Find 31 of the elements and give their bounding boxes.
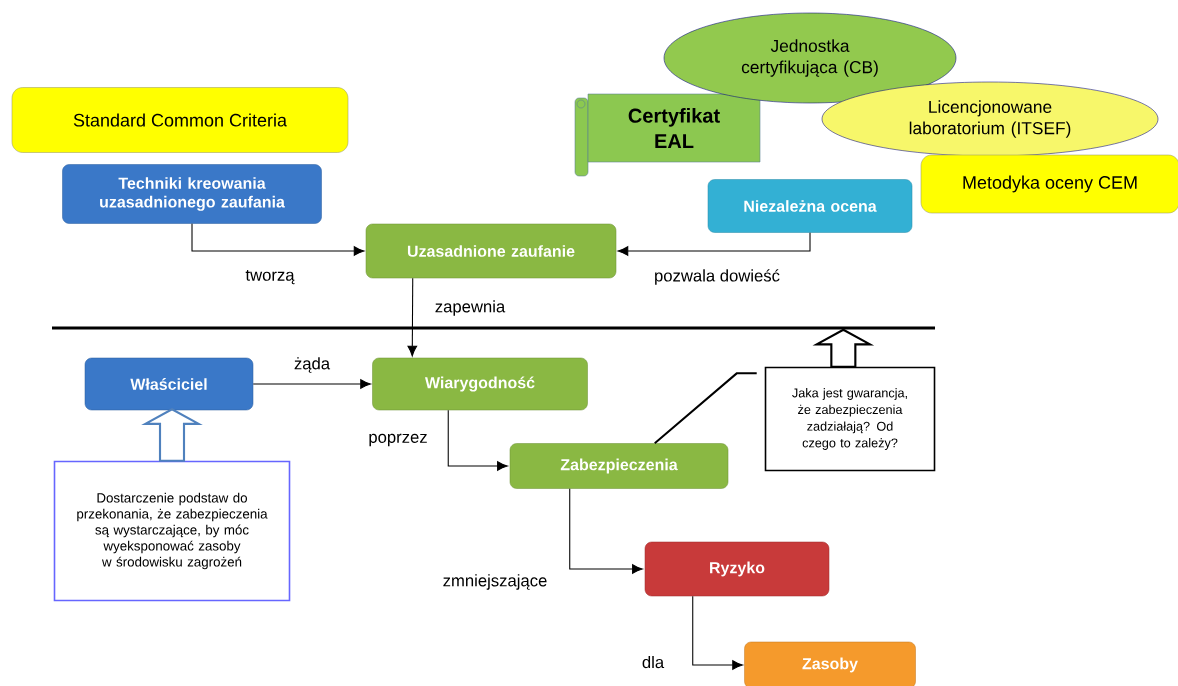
arrow — [447, 409, 508, 471]
ellipse-callout: Licencjonowane laboratorium (ITSEF) — [821, 81, 1159, 157]
leader-line — [653, 372, 758, 445]
process-box: Wiarygodność — [372, 357, 588, 411]
process-box: Właściciel — [84, 357, 254, 411]
arrow — [569, 488, 643, 574]
arrow — [617, 232, 811, 256]
process-box: Zasoby — [744, 641, 916, 686]
process-box: Zabezpieczenia — [509, 443, 729, 489]
edge-label: żąda — [294, 357, 331, 373]
edge-label: tworzą — [245, 269, 295, 285]
note-box: Standard Common Criteria — [11, 87, 349, 153]
process-box: Techniki kreowania uzasadnionego zaufania — [62, 164, 322, 224]
arrow — [407, 277, 418, 357]
edge-label: dla — [642, 655, 665, 669]
scroll-banner: Certyfikat EAL — [574, 93, 761, 177]
block-arrow — [812, 328, 875, 368]
block-arrow — [141, 408, 203, 462]
process-box: Uzasadnione zaufanie — [365, 223, 617, 279]
edge-label: pozwala dowieść — [655, 269, 780, 285]
arrow — [252, 379, 371, 389]
text-box: Dostarczenie podstaw do przekonania, że zabezpieczenia są wystarczające, by móc wyeksponować zasoby w środowisku zagrożeń — [53, 460, 291, 602]
process-box: Niezależna ocena — [707, 179, 913, 233]
arrow — [191, 223, 365, 256]
process-box: Ryzyko — [644, 541, 830, 597]
text-box: Jaka jest gwarancja, że zabezpieczenia zadziałają? Od czego to zależy? — [764, 366, 936, 472]
edge-label: poprzez — [369, 433, 427, 447]
note-box: Metodyka oceny CEM — [920, 154, 1178, 214]
edge-label: zapewnia — [435, 300, 506, 316]
arrow — [692, 595, 743, 670]
edge-label: zmniejszające — [443, 574, 547, 590]
